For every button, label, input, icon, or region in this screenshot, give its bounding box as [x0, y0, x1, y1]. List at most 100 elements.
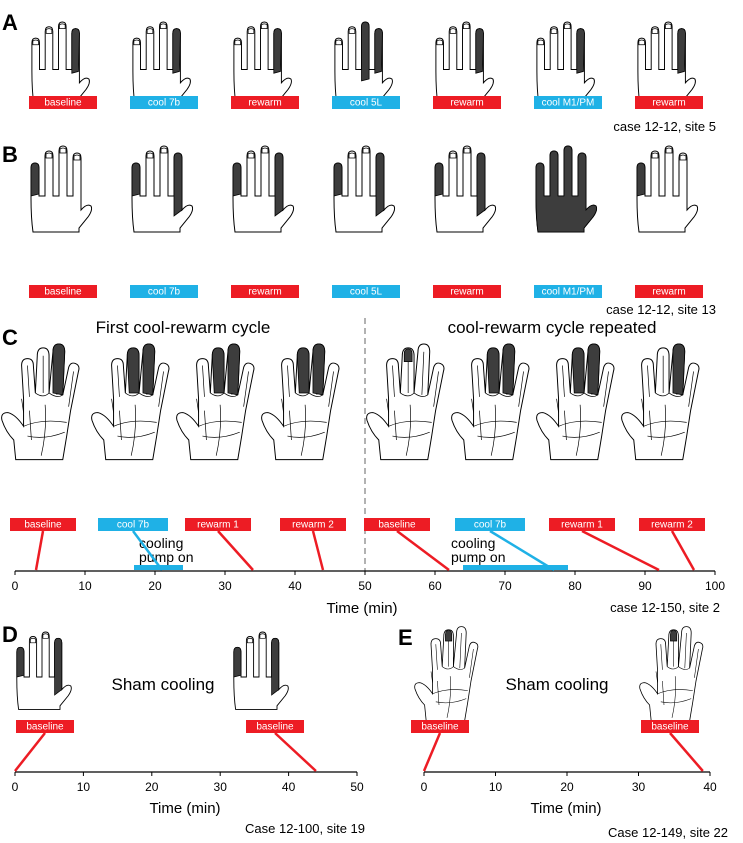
panel-c-shaded-d3-0: [52, 343, 66, 396]
panel-e-condition-1-label: baseline: [651, 722, 689, 733]
panel-b-shaded-d5-6: [636, 162, 646, 197]
panel-c-hand-5: [451, 343, 530, 461]
panel-c-shaded-d2-5: [486, 347, 500, 394]
panel-a-condition-2-box: [231, 96, 299, 109]
panel-d-hand-outline-1: [233, 631, 289, 710]
panel-e-shaded-tipd2-1: [670, 630, 678, 642]
panel-d-x-axis-title: Time (min): [149, 800, 220, 817]
panel-c-shaded-d3-5: [502, 343, 516, 396]
panel-a-condition-3-box: [332, 96, 400, 109]
panel-b-condition-0-label: baseline: [44, 287, 82, 298]
panel-c-condition-1-label: cool 7b: [117, 520, 150, 531]
panel-a-condition-3-label: cool 5L: [350, 98, 383, 109]
panel-e-hand-1: [639, 626, 704, 722]
panel-b-condition-1-box: [130, 285, 198, 298]
panel-d-shaded-d5-1: [233, 646, 242, 678]
panel-a-hand-outline-0: [31, 21, 90, 105]
panel-a-hand-outline-2: [233, 21, 292, 105]
panel-b-hand-3: [333, 145, 396, 233]
panel-c-title-repeated: cool-rewarm cycle repeated: [448, 318, 657, 337]
panel-c-hand-7: [621, 343, 700, 461]
panel-c-hand-3: [261, 343, 340, 461]
panel-b-condition-6-box: [635, 285, 703, 298]
panel-b-hand-outline-6: [636, 145, 699, 233]
panel-c-condition-6-box: [549, 518, 615, 531]
panel-b-condition-3-label: cool 5L: [350, 287, 383, 298]
panel-b-hand-outline-2: [232, 145, 295, 233]
panel-c-pump-text-0-0: cooling: [139, 535, 183, 551]
panel-b-condition-3-box: [332, 285, 400, 298]
panel-d-title: Sham cooling: [111, 675, 214, 694]
panel-a-condition-5-box: [534, 96, 602, 109]
panel-c-connector-1: [131, 530, 164, 571]
panel-e-tick-label-3: 30: [632, 780, 646, 794]
panel-d-tick-label-3: 30: [214, 780, 228, 794]
panel-c-tick-label-8: 80: [568, 579, 582, 593]
panel-d-shaded-d4-1: [271, 637, 280, 696]
panel-c-tick-label-3: 30: [218, 579, 232, 593]
panel-c-tick-label-6: 60: [428, 579, 442, 593]
panel-c-hand-4: [366, 343, 445, 461]
panel-d-hand-outline-0: [16, 631, 72, 710]
panel-b-hand-outline-3: [333, 145, 396, 233]
panel-c-condition-7-box: [639, 518, 705, 531]
panel-b-condition-5-box: [534, 285, 602, 298]
panel-d-condition-1-box: [246, 720, 304, 733]
panel-e-tick-label-2: 20: [560, 780, 574, 794]
panel-a-shaded-d4-3: [361, 21, 370, 82]
panel-e-hand-0: [414, 626, 479, 722]
panel-d-condition-0-box: [16, 720, 74, 733]
panel-c-label: C: [2, 325, 18, 350]
panel-c-shaded-d3-1: [142, 343, 156, 396]
panel-c-shaded-d3-2: [227, 343, 241, 396]
panel-c-shaded-d2-6: [571, 347, 585, 394]
panel-b-hand-6: [636, 145, 699, 233]
panel-a-condition-5-label: cool M1/PM: [542, 98, 595, 109]
panel-a-shaded-d3-1: [172, 28, 181, 74]
panel-a-shaded-d3-2: [273, 28, 282, 74]
panel-a-condition-4-box: [433, 96, 501, 109]
panel-c-condition-4-label: baseline: [378, 520, 416, 531]
panel-e-condition-1-box: [641, 720, 699, 733]
panel-a-shaded-d3-6: [677, 28, 686, 74]
panel-a-shaded-d3-3: [374, 28, 383, 74]
panel-a-case: case 12-12, site 5: [613, 119, 716, 134]
panel-a-hand-0: [31, 21, 90, 105]
panel-b-shaded-d4-2: [274, 152, 284, 217]
panel-c-condition-3-label: rewarm 2: [292, 520, 334, 531]
panel-a-condition-4-label: rewarm: [450, 98, 483, 109]
panel-b-shaded-d5-3: [333, 162, 343, 197]
panel-d-connector-1: [274, 732, 317, 772]
panel-b-condition-4-box: [433, 285, 501, 298]
panel-c-pump-bar-1: [463, 565, 568, 570]
panel-a-hand-1: [132, 21, 191, 105]
panel-b-condition-5-label: cool M1/PM: [542, 287, 595, 298]
panel-e-connector-1: [669, 732, 704, 772]
panel-a-shaded-d3-0: [71, 28, 80, 74]
panel-c-shaded-d2-1: [126, 347, 140, 394]
panel-c-hand-0: [1, 343, 80, 461]
panel-c-condition-1-box: [98, 518, 168, 531]
panel-d-hand-1: [233, 631, 289, 710]
panel-c-condition-0-label: baseline: [24, 520, 62, 531]
panel-a-hand-outline-6: [637, 21, 696, 105]
panel-a-shaded-d3-5: [576, 28, 585, 74]
panel-c-tick-label-10: 100: [705, 579, 725, 593]
panel-a-hand-6: [637, 21, 696, 105]
panel-b-condition-4-label: rewarm: [450, 287, 483, 298]
panel-c-connector-3: [311, 530, 325, 571]
panel-e-x-axis-title: Time (min): [530, 800, 601, 817]
panel-a-condition-1-label: cool 7b: [148, 98, 181, 109]
panel-d-shaded-d4-0: [54, 637, 63, 696]
panel-e-case: Case 12-149, site 22: [608, 825, 728, 840]
panel-b-shaded-d4-3: [375, 152, 385, 217]
panel-d-tick-label-1: 10: [77, 780, 91, 794]
panel-c-hand-6: [536, 343, 615, 461]
panel-c-connector-4: [396, 530, 450, 571]
panel-a-condition-6-box: [635, 96, 703, 109]
panel-c-tick-label-7: 70: [498, 579, 512, 593]
panel-b-condition-2-box: [231, 285, 299, 298]
panel-a-hand-outline-4: [435, 21, 494, 105]
panel-a-hand-3: [334, 21, 393, 105]
panel-d-tick-label-4: 40: [282, 780, 296, 794]
